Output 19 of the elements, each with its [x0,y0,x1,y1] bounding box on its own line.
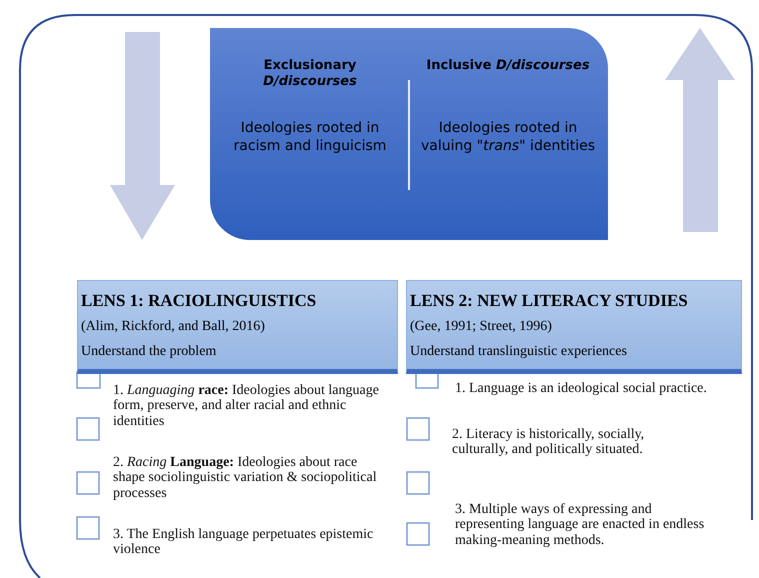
citation-text: (Alim, Rickford, and Ball, 2016) [81,318,266,336]
list-item-text: 3. The English language perpetuates epistemic violence [113,527,374,558]
lens-heading: LENS 2: NEW LITERACY STUDIES [410,290,689,312]
list-item-text: 3. Multiple ways of expressing and representing language are enacted in endless making-meaning methods. [455,502,706,548]
column-heading: Inclusive D/discourses [425,58,591,74]
list-item-text: 2. Literacy is historically, socially, culturally, and politically situated. [452,427,646,458]
lens-subtitle: Understand translinguistic experiences [410,343,628,360]
column-text: Ideologies rooted in racism and linguicism [232,120,388,155]
lens-box [406,280,742,374]
list-item-text: 1. Language is an ideological social practice. [455,381,708,396]
column-text: Ideologies rooted in valuing "trans" identities [420,120,596,155]
lens-box [77,280,398,374]
lens-heading: LENS 1: RACIOLINGUISTICS [81,290,318,312]
list-item-text: 1. Languaging race: Ideologies about language form, preserve, and alter racial and ethnic identities [113,383,380,430]
list-item-text: 2. Racing Language: Ideologies about race shape sociolinguistic variation & sociopolitical processes [113,455,378,502]
lens-subtitle: Understand the problem [81,343,218,360]
ideology-panel [210,28,608,240]
column-heading: Exclusionary D/discourses [262,58,358,90]
citation-text: (Gee, 1991; Street, 1996) [410,318,553,336]
